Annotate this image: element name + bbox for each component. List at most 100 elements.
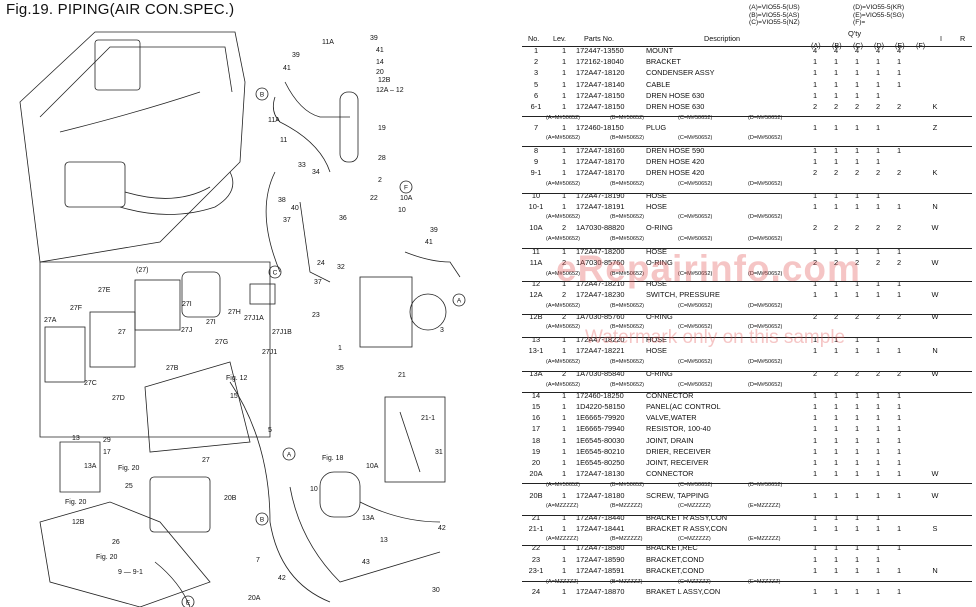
- row-part-number: 172A47-18221: [576, 346, 625, 355]
- callout-10: 10: [398, 207, 406, 214]
- row-level: 1: [561, 168, 567, 177]
- callout-1: 1: [338, 345, 342, 352]
- row-qty-a: 1: [812, 424, 818, 433]
- row-level: 1: [561, 469, 567, 478]
- compressor: [319, 471, 361, 518]
- callout-38: 38: [278, 197, 286, 204]
- callout-37b: 37: [314, 279, 322, 286]
- row-description: BRAKET L ASSY,CON: [646, 587, 721, 596]
- row-qty-b: 1: [833, 402, 839, 411]
- row-no: 1: [533, 46, 539, 55]
- header-qty-c: (C): [853, 41, 863, 50]
- row-qty-e: 1: [896, 566, 902, 575]
- row-interchange: W: [931, 312, 939, 321]
- row-qty-d: 1: [875, 391, 881, 400]
- row-qty-b: 1: [833, 524, 839, 533]
- row-qty-b: 1: [833, 566, 839, 575]
- row-qty-e: 2: [896, 312, 902, 321]
- row-qty-e: 2: [896, 258, 902, 267]
- serial-note: (D=M#50652): [748, 382, 783, 388]
- row-qty-b: 2: [833, 223, 839, 232]
- row-level: 1: [561, 391, 567, 400]
- header-qty-a: (A): [811, 41, 821, 50]
- cab-outline: [19, 31, 246, 263]
- row-qty-b: 1: [833, 202, 839, 211]
- row-qty-c: 1: [854, 68, 860, 77]
- row-part-number: 172A47-18580: [576, 543, 625, 552]
- row-qty-b: 2: [833, 312, 839, 321]
- row-divider: [522, 371, 972, 372]
- callout-41b: 41: [283, 65, 291, 72]
- callout-27C: 27C: [84, 380, 97, 387]
- row-qty-b: 1: [833, 191, 839, 200]
- callout-39c: 39: [430, 227, 438, 234]
- row-qty-d: 1: [875, 247, 881, 256]
- row-part-number: 172A47-18441: [576, 524, 625, 533]
- row-description: SCREW, TAPPING: [646, 491, 709, 500]
- svg-text:A: A: [457, 298, 462, 305]
- row-divider: [522, 515, 972, 516]
- row-divider: [522, 581, 972, 582]
- row-description: HOSE: [646, 247, 667, 256]
- row-divider: [522, 337, 972, 338]
- fig20-ref-b: Fig. 20: [65, 499, 87, 506]
- callout-13-lower: 13: [380, 537, 388, 544]
- row-qty-c: 1: [854, 202, 860, 211]
- serial-note: (C=M#50652): [678, 181, 713, 187]
- row-qty-a: 1: [812, 335, 818, 344]
- row-level: 1: [561, 102, 567, 111]
- row-part-number: 172A47-18140: [576, 80, 625, 89]
- serial-note: (A=M#50652): [546, 271, 581, 277]
- callout-11A: 11A: [322, 39, 334, 46]
- row-qty-a: 1: [812, 555, 818, 564]
- row-qty-b: 1: [833, 57, 839, 66]
- row-qty-c: 1: [854, 587, 860, 596]
- row-no: 9-1: [530, 168, 542, 177]
- row-qty-a: 1: [812, 458, 818, 467]
- condenser-fan: [409, 293, 447, 331]
- header-lev: Lev.: [553, 34, 567, 43]
- header-r: R: [960, 34, 966, 43]
- row-divider: [522, 116, 972, 117]
- row-no: 12B: [529, 312, 543, 321]
- filter-27A: [44, 326, 86, 383]
- row-qty-b: 2: [833, 258, 839, 267]
- row-qty-e: 1: [896, 413, 902, 422]
- row-qty-c: 1: [854, 413, 860, 422]
- row-description: HOSE: [646, 335, 667, 344]
- row-qty-b: 1: [833, 123, 839, 132]
- row-qty-e: 1: [896, 424, 902, 433]
- svg-text:A: A: [287, 452, 292, 459]
- row-qty-e: 1: [896, 279, 902, 288]
- row-part-number: 172A47-18180: [576, 491, 625, 500]
- serial-note: (C=MZZZZZ): [678, 503, 711, 509]
- serial-note: (A=M#50652): [546, 482, 581, 488]
- serial-note: (A=M#50652): [546, 135, 581, 141]
- row-qty-c: 1: [854, 566, 860, 575]
- row-qty-d: 1: [875, 68, 881, 77]
- row-qty-d: 2: [875, 312, 881, 321]
- row-no: 2: [533, 57, 539, 66]
- row-qty-b: 1: [833, 436, 839, 445]
- row-qty-a: 1: [812, 436, 818, 445]
- row-level: 1: [561, 68, 567, 77]
- row-qty-a: 1: [812, 543, 818, 552]
- row-qty-a: 2: [812, 102, 818, 111]
- row-part-number: 172A47-18170: [576, 168, 625, 177]
- row-qty-c: 1: [854, 543, 860, 552]
- row-qty-c: 1: [854, 402, 860, 411]
- serial-note: (A=M#50652): [546, 324, 581, 330]
- row-part-number: 172A47-18870: [576, 587, 625, 596]
- row-description: DREN HOSE 420: [646, 168, 705, 177]
- row-description: CONDENSER ASSY: [646, 68, 715, 77]
